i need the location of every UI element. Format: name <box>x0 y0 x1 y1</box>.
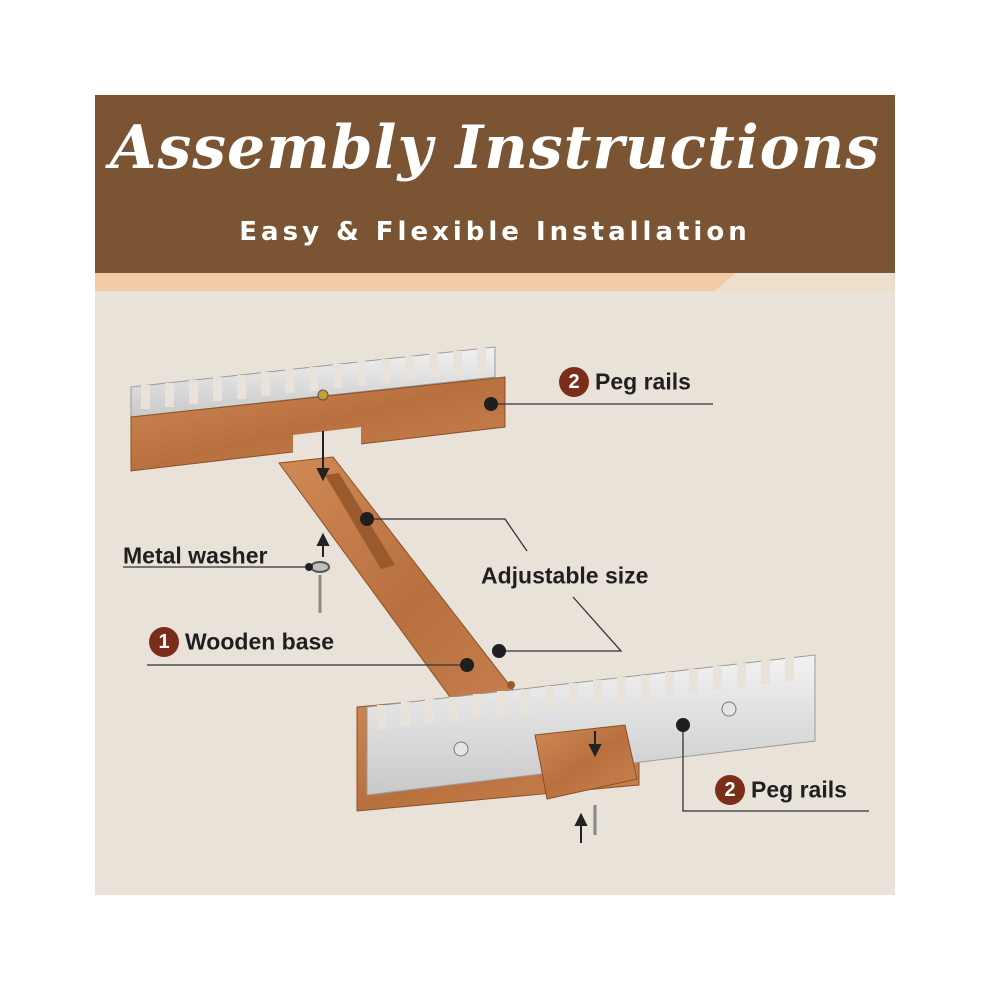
badge-number: 1 <box>149 627 179 657</box>
callout-metal-washer: Metal washer <box>123 541 267 569</box>
bottom-peg-rail <box>356 654 816 812</box>
leader-lines <box>123 403 869 812</box>
hardware <box>310 431 602 843</box>
callout-text: Wooden base <box>185 628 335 655</box>
callout-text: Peg rails <box>751 776 847 803</box>
callout-text: Peg rails <box>595 368 691 395</box>
assembly-illustration <box>123 346 869 843</box>
badge-number: 2 <box>559 367 589 397</box>
top-peg-rail <box>130 346 506 472</box>
callout-text: Adjustable size <box>481 562 649 589</box>
leader-dots <box>305 397 690 732</box>
instruction-card: Assembly Instructions Easy & Flexible In… <box>95 95 895 895</box>
header-banner: Assembly Instructions Easy & Flexible In… <box>95 95 895 273</box>
page-subtitle: Easy & Flexible Installation <box>239 217 751 247</box>
badge-number: 2 <box>715 775 745 805</box>
page-title: Assembly Instructions <box>109 113 881 183</box>
header-accent-band <box>95 273 895 291</box>
callout-text: Metal washer <box>123 542 268 569</box>
callout-adjustable-size: Adjustable size <box>481 561 648 589</box>
